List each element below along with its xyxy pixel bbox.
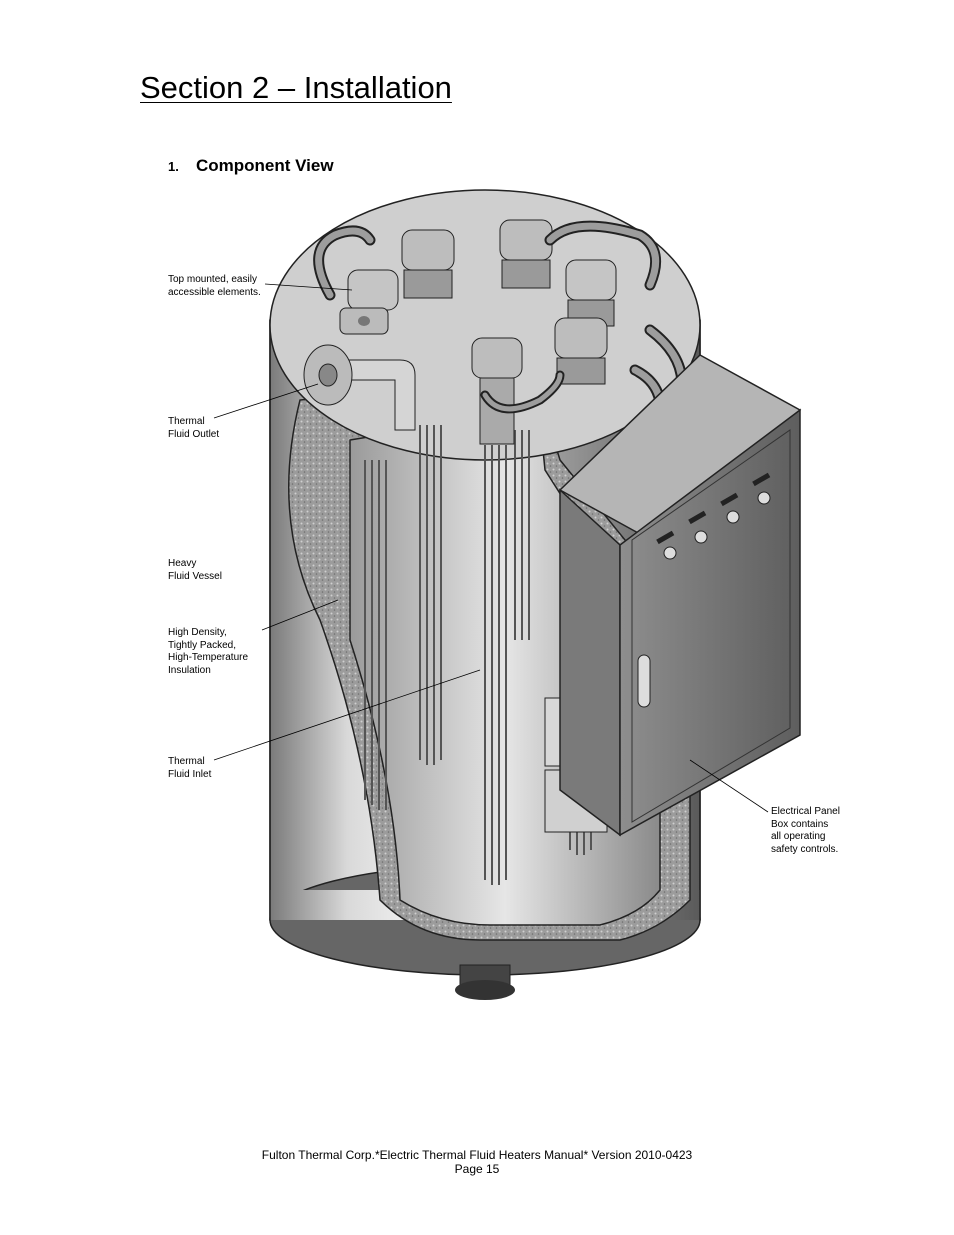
panel-indicator-lights (663, 491, 771, 560)
page-footer: Fulton Thermal Corp.*Electric Thermal Fl… (0, 1148, 954, 1176)
footer-page-number: Page 15 (454, 1162, 500, 1176)
subheading: 1. Component View (168, 156, 334, 176)
callout-electrical-panel: Electrical Panel Box contains all operat… (771, 806, 840, 855)
footer-manual-line: Fulton Thermal Corp.*Electric Thermal Fl… (261, 1148, 693, 1162)
subheading-number: 1. (168, 159, 179, 174)
fluid-outlet-flange (303, 307, 416, 431)
panel-door-handle (637, 654, 651, 708)
callout-insulation: High Density, Tightly Packed, High-Tempe… (168, 627, 249, 676)
section-title: Section 2 – Installation (140, 70, 452, 105)
callout-fluid-outlet: Thermal Fluid Outlet (168, 416, 220, 440)
callout-fluid-vessel: Heavy Fluid Vessel (168, 558, 222, 582)
electrical-panel-box (558, 354, 802, 837)
top-element-heads (347, 219, 617, 445)
callout-top-elements: Top mounted, easily accessible elements. (168, 274, 261, 298)
subheading-text: Component View (196, 156, 334, 175)
callout-leader-lines (213, 283, 769, 813)
callout-fluid-inlet: Thermal Fluid Inlet (168, 756, 212, 780)
